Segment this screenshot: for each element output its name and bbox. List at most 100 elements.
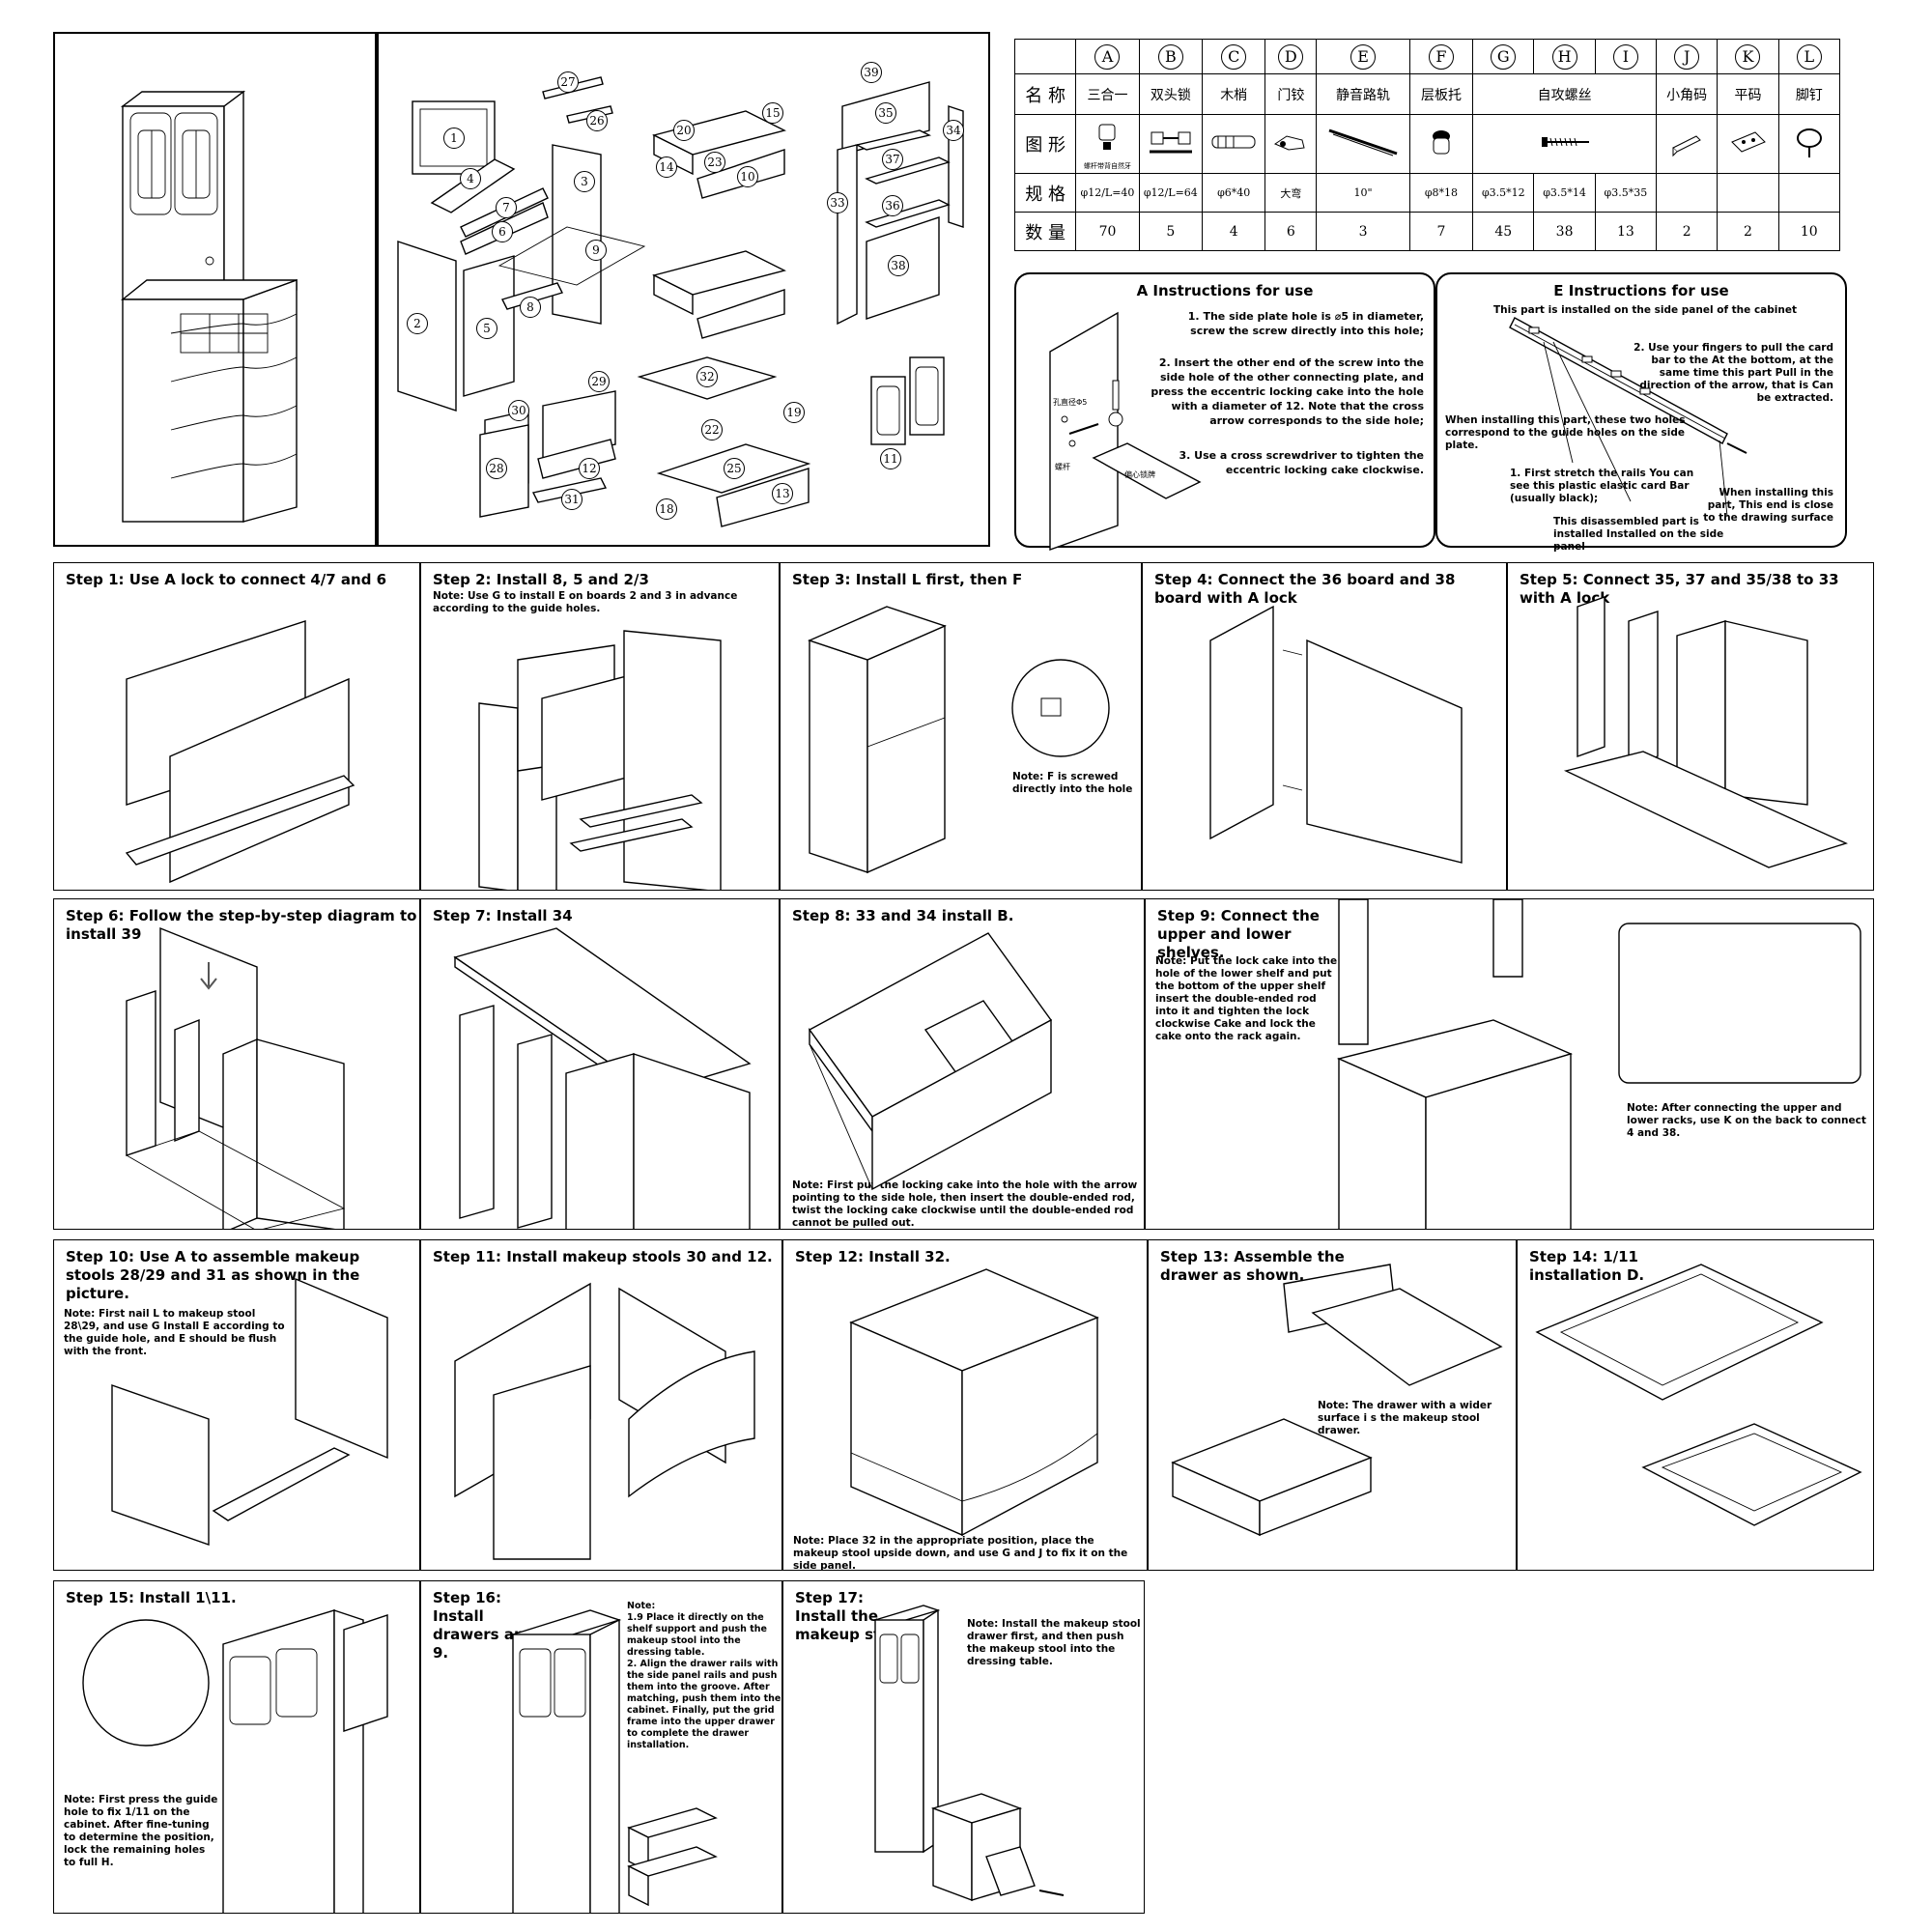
step-16-diagram <box>510 1609 718 1913</box>
part-label-9: 9 <box>585 240 607 261</box>
letter-E: E <box>1316 39 1410 74</box>
step-7-panel: Step 7: Install 34 <box>420 898 780 1230</box>
step-13-panel: Step 13: Assemble the drawer as shown. N… <box>1148 1239 1517 1571</box>
shelf-support-icon <box>1408 114 1474 174</box>
step-13-diagram <box>1171 1264 1503 1537</box>
step-17-note: Note: Install the makeup stool drawer fi… <box>967 1618 1141 1667</box>
exploded-parts-diagram <box>397 76 964 527</box>
letter-I: I <box>1594 39 1658 74</box>
letter-C: C <box>1202 39 1266 74</box>
step-14-diagram <box>1535 1264 1862 1526</box>
part-label-25: 25 <box>724 458 745 479</box>
step-14-title: Step 14: 1/11 installation D. <box>1529 1248 1645 1284</box>
step-2-note: Note: Use G to install E on boards 2 and… <box>433 590 738 614</box>
step-10-title: Step 10: Use A to assemble makeup stools… <box>66 1248 360 1302</box>
step-8-title: Step 8: 33 and 34 install B. <box>792 907 1014 924</box>
cam-lock-diagram <box>1049 311 1202 551</box>
step-5-diagram <box>1563 596 1848 868</box>
part-label-3: 3 <box>574 171 595 192</box>
part-label-23: 23 <box>704 152 725 173</box>
letter-F: F <box>1408 39 1474 74</box>
part-label-28: 28 <box>486 458 507 479</box>
step-13-note: Note: The drawer with a wider surface i … <box>1318 1400 1492 1436</box>
step-6-diagram <box>125 926 346 1229</box>
step-15-title: Step 15: Install 1\11. <box>66 1589 237 1606</box>
product-overview-panel <box>53 32 377 547</box>
step-5-title: Step 5: Connect 35, 37 and 35/38 to 33 w… <box>1520 571 1839 607</box>
step-16-note: Note: 1.9 Place it directly on the shelf… <box>627 1601 781 1750</box>
step-9-note-2: Note: After connecting the upper and low… <box>1627 1102 1866 1139</box>
step-3-title: Step 3: Install L first, then F <box>792 571 1023 588</box>
step-6-title: Step 6: Follow the step-by-step diagram … <box>66 907 417 943</box>
step-11-title: Step 11: Install makeup stools 30 and 12… <box>433 1248 773 1265</box>
part-label-6: 6 <box>492 221 513 242</box>
step-12-diagram <box>849 1268 1099 1537</box>
rail-icon <box>1316 114 1410 174</box>
step-9-note: Note: Put the lock cake into the hole of… <box>1155 955 1338 1042</box>
part-label-36: 36 <box>882 195 903 216</box>
part-label-19: 19 <box>783 402 805 423</box>
hardware-spec-table: A B C D E F G H I J K L 名 称 三合一 双头锁 木梢 门… <box>1013 39 1841 251</box>
product-illustration <box>120 90 298 523</box>
part-label-7: 7 <box>496 197 517 218</box>
step-10-diagram <box>111 1277 388 1546</box>
part-label-5: 5 <box>476 318 497 339</box>
part-label-32: 32 <box>696 366 718 387</box>
step-7-diagram <box>453 927 752 1229</box>
step-17-diagram <box>872 1605 1065 1902</box>
part-label-37: 37 <box>882 149 903 170</box>
spec-qty-row: 数 量 70 5 4 6 3 7 45 38 13 2 2 10 <box>1013 212 1841 251</box>
spec-size-row: 规 格 φ12/L=40 φ12/L=64 φ6*40 大弯 10" φ8*18… <box>1013 173 1841 213</box>
step-11-diagram <box>454 1282 755 1560</box>
step-15-panel: Step 15: Install 1\11. Note: First press… <box>53 1580 420 1914</box>
part-label-12: 12 <box>579 458 600 479</box>
part-label-20: 20 <box>673 120 695 141</box>
step-9-diagram <box>1336 899 1861 1229</box>
part-label-30: 30 <box>508 400 529 421</box>
part-label-11: 11 <box>880 448 901 469</box>
part-label-29: 29 <box>588 371 610 392</box>
step-3-note: Note: F is screwed directly into the hol… <box>1012 771 1133 795</box>
part-label-34: 34 <box>943 120 964 141</box>
step-7-title: Step 7: Install 34 <box>433 907 573 924</box>
part-label-38: 38 <box>888 255 909 276</box>
letter-B: B <box>1138 39 1204 74</box>
step-3-panel: Step 3: Install L first, then F Note: F … <box>780 562 1142 891</box>
part-label-8: 8 <box>520 297 541 318</box>
step-2-title: Step 2: Install 8, 5 and 2/3 <box>433 571 649 588</box>
step-17-panel: Step 17: Install the makeup stool. Note:… <box>782 1580 1145 1914</box>
corner-bracket-icon <box>1656 114 1719 174</box>
e-instructions-panel: E Instructions for use This part is inst… <box>1435 272 1847 553</box>
step-1-panel: Step 1: Use A lock to connect 4/7 and 6 <box>53 562 420 891</box>
hinge-icon <box>1264 114 1318 174</box>
a-instructions-panel: A Instructions for use 孔直径Φ5 螺杆 偏心锁牌 1. … <box>1014 272 1435 551</box>
step-8-diagram <box>808 932 1053 1191</box>
a-instruction-step-2: 2. Insert the other end of the screw int… <box>1151 356 1424 427</box>
step-14-panel: Step 14: 1/11 installation D. <box>1517 1239 1874 1571</box>
part-label-31: 31 <box>561 489 582 510</box>
part-label-14: 14 <box>656 156 677 178</box>
step-6-panel: Step 6: Follow the step-by-step diagram … <box>53 898 420 1230</box>
step-12-title: Step 12: Install 32. <box>795 1248 951 1265</box>
part-label-10: 10 <box>737 166 758 187</box>
drawer-rail-diagram <box>1509 317 1747 517</box>
part-label-13: 13 <box>772 483 793 504</box>
spec-letter-row: A B C D E F G H I J K L <box>1013 39 1841 74</box>
step-4-title: Step 4: Connect the 36 board and 38 boar… <box>1154 571 1456 607</box>
letter-D: D <box>1264 39 1318 74</box>
dowel-icon <box>1202 114 1266 174</box>
letter-A: A <box>1075 39 1140 74</box>
letter-L: L <box>1777 39 1841 74</box>
step-16-panel: Step 16: Install drawers and 9. Note: 1.… <box>420 1580 782 1914</box>
letter-K: K <box>1717 39 1779 74</box>
step-2-diagram <box>478 630 722 890</box>
flat-plate-icon <box>1717 114 1779 174</box>
part-label-18: 18 <box>656 498 677 520</box>
step-5-panel: Step 5: Connect 35, 37 and 35/38 to 33 w… <box>1507 562 1874 891</box>
a-instruction-step-3: 3. Use a cross screwdriver to tighten th… <box>1179 449 1425 476</box>
step-15-diagram <box>82 1609 388 1913</box>
part-label-2: 2 <box>407 313 428 334</box>
a-instructions-title: A Instructions for use <box>1136 282 1314 299</box>
screw-icon <box>1472 114 1658 174</box>
